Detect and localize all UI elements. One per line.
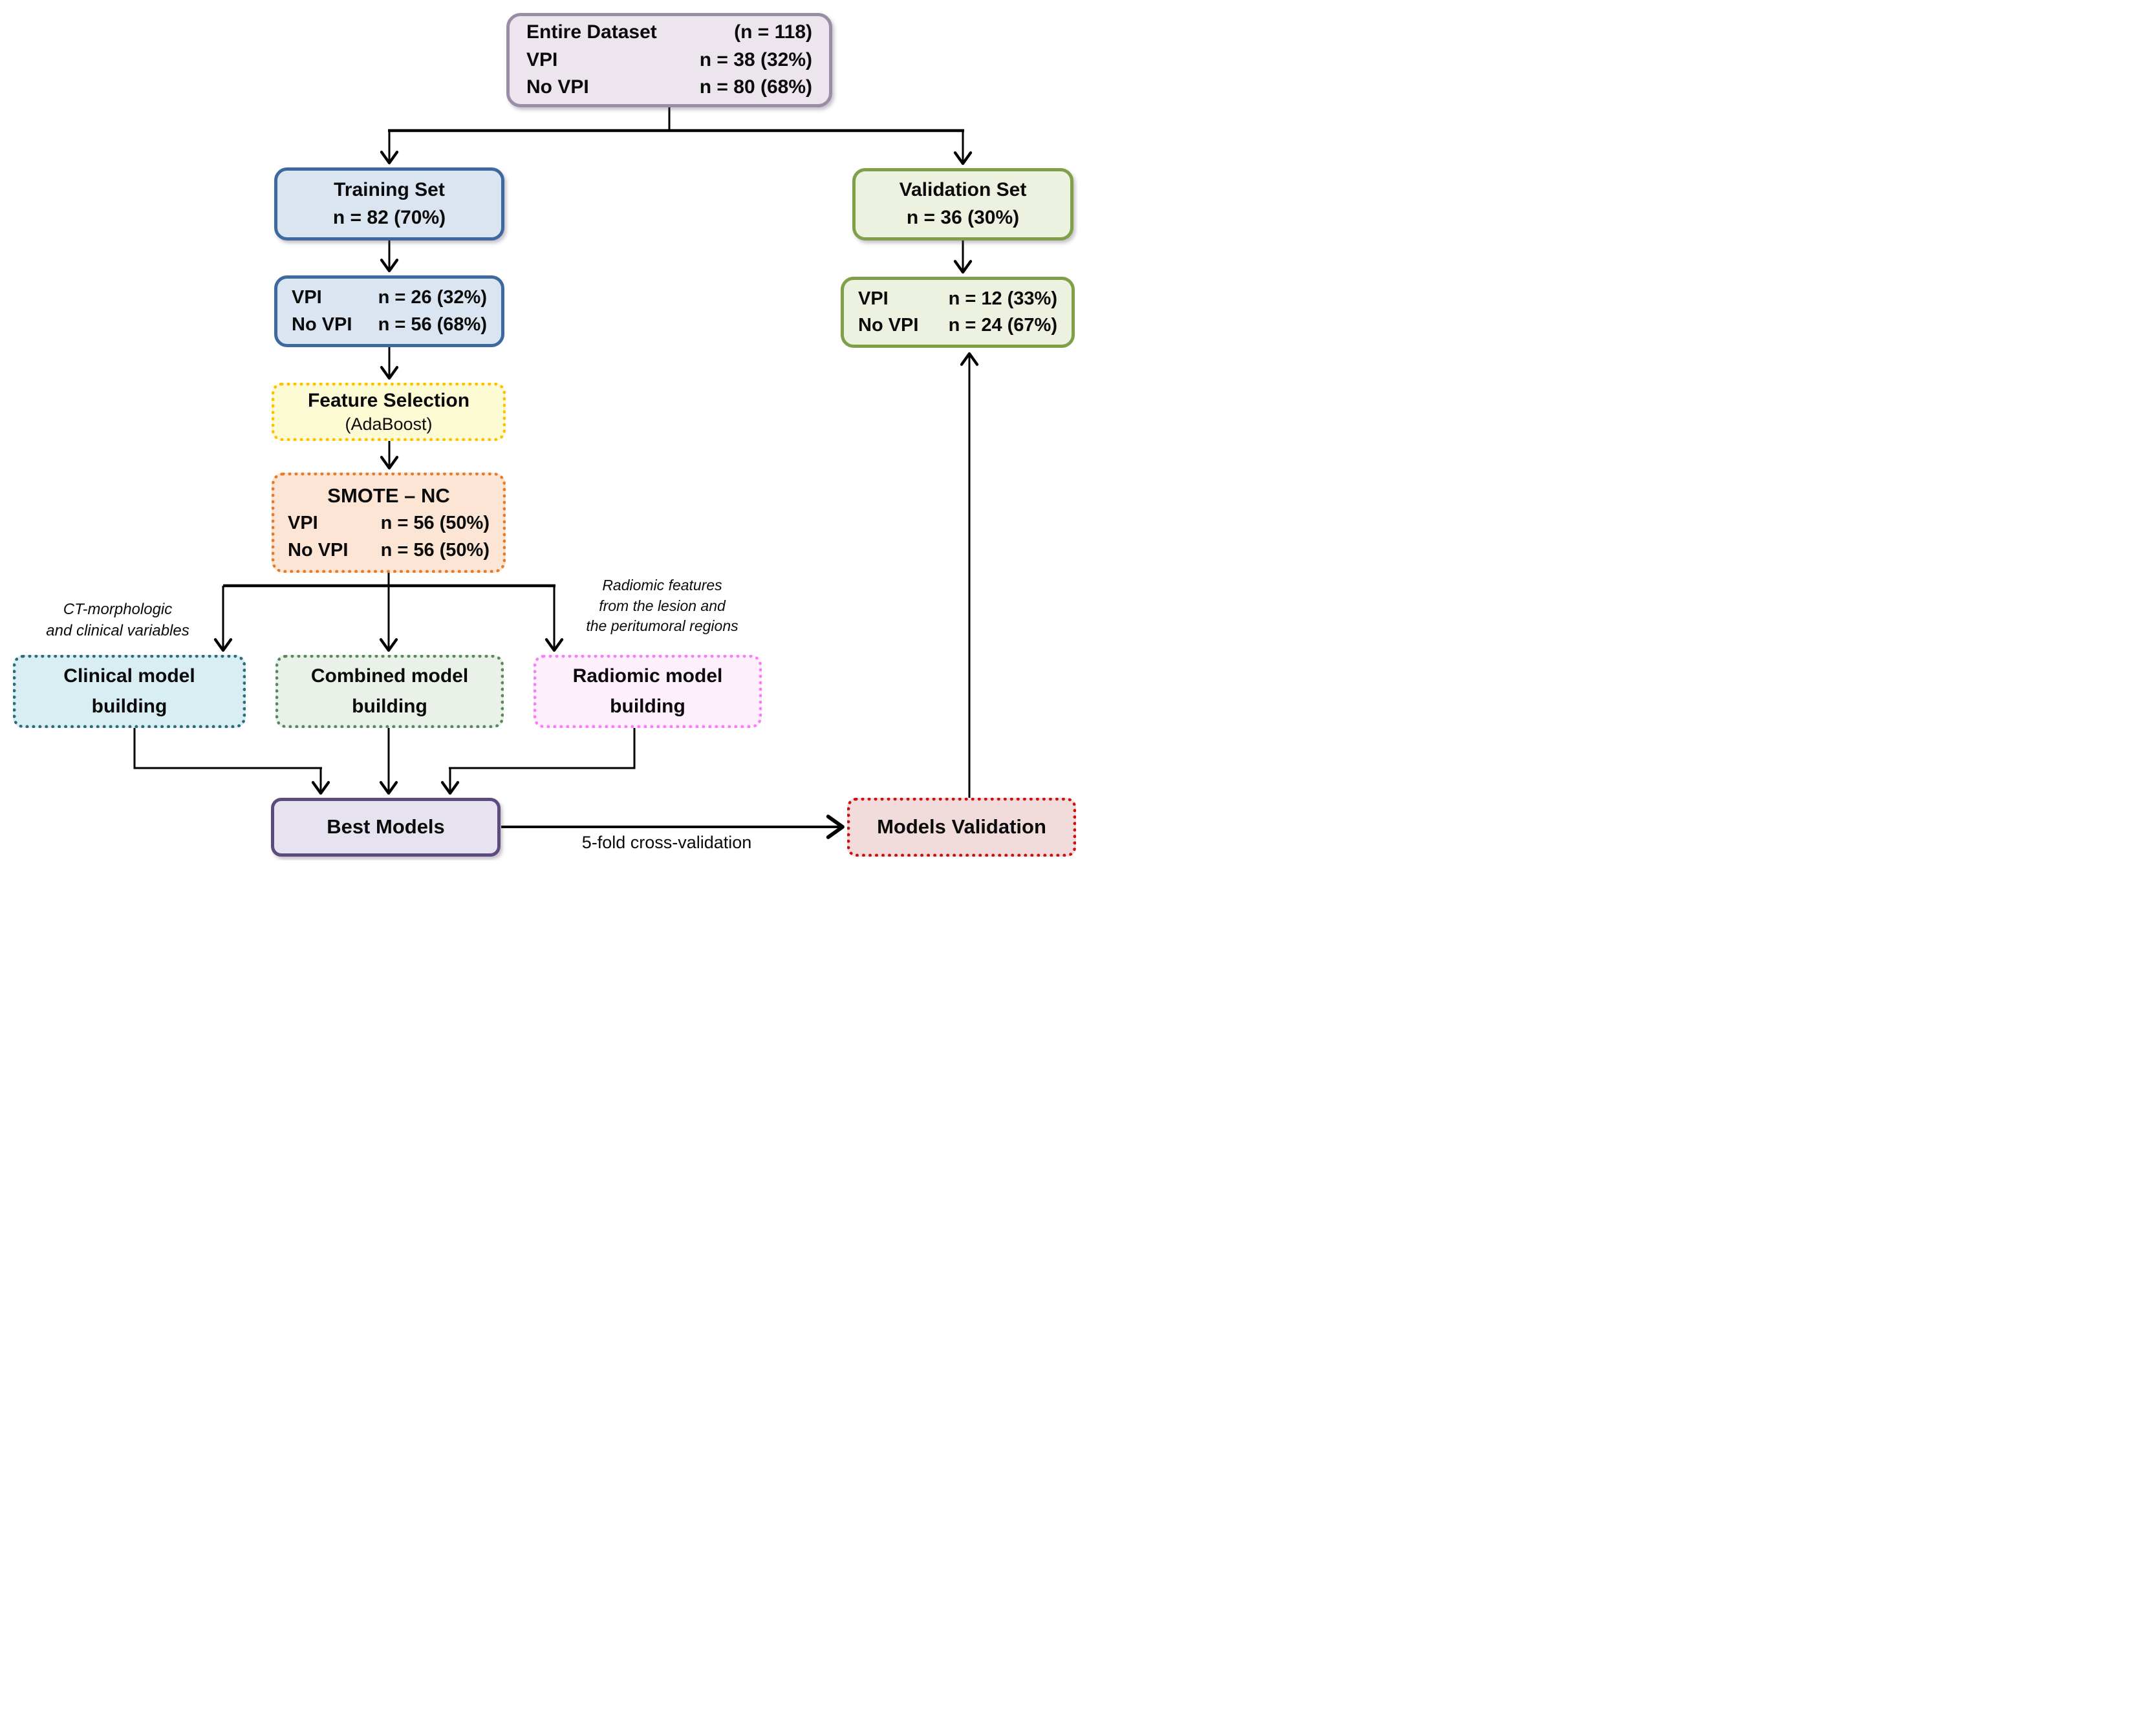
dataset-n: (n = 118): [734, 21, 812, 43]
radiomic-note-line3: the peritumoral regions: [586, 617, 738, 635]
validation-set-box: Validation Set n = 36 (30%): [852, 168, 1073, 241]
vpi-value: n = 38 (32%): [699, 48, 812, 70]
clinical-note-line2: and clinical variables: [46, 622, 189, 640]
no-vpi-label: No VPI: [288, 539, 349, 561]
cross-validation-label: 5-fold cross-validation: [581, 833, 752, 852]
radiomic-model-box: Radiomic model building: [534, 655, 762, 728]
dataset-row: No VPI n = 80 (68%): [526, 74, 812, 102]
validation-set-n: n = 36 (30%): [906, 207, 1020, 228]
feature-selection-method: (AdaBoost): [345, 414, 433, 434]
connector-lines: [133, 107, 979, 839]
vpi-value: n = 26 (32%): [378, 287, 487, 308]
radiomic-note-line2: from the lesion and: [599, 597, 726, 614]
clinical-variables-note: CT-morphologic and clinical variables: [6, 599, 229, 641]
no-vpi-value: n = 80 (68%): [699, 76, 812, 98]
clinical-note-line1: CT-morphologic: [63, 601, 173, 618]
vpi-value: n = 56 (50%): [380, 513, 490, 534]
cross-validation-note: 5-fold cross-validation: [566, 831, 768, 855]
models-validation-box: Models Validation: [847, 798, 1076, 857]
vpi-label: VPI: [292, 287, 322, 308]
dataset-row: Entire Dataset (n = 118): [526, 19, 812, 47]
dataset-row: VPI n = 38 (32%): [526, 47, 812, 74]
radiomic-model-line1: Radiomic model: [572, 665, 723, 687]
clinical-model-line2: building: [91, 695, 167, 717]
training-stats-box: VPI n = 26 (32%) No VPI n = 56 (68%): [274, 275, 504, 347]
validation-stats-box: VPI n = 12 (33%) No VPI n = 24 (67%): [841, 277, 1075, 348]
feature-selection-title: Feature Selection: [307, 389, 470, 411]
smote-box: SMOTE – NC VPI n = 56 (50%) No VPI n = 5…: [272, 473, 506, 573]
validation-stats-row: VPI n = 12 (33%): [858, 286, 1057, 312]
vpi-label: VPI: [858, 288, 889, 309]
radiomic-note-line1: Radiomic features: [602, 577, 722, 593]
no-vpi-label: No VPI: [526, 76, 589, 98]
no-vpi-value: n = 56 (50%): [380, 539, 490, 561]
validation-set-title: Validation Set: [899, 179, 1027, 201]
vpi-value: n = 12 (33%): [948, 288, 1057, 309]
smote-row: VPI n = 56 (50%): [288, 510, 490, 537]
training-stats-row: VPI n = 26 (32%): [292, 284, 487, 311]
radiomic-model-line2: building: [610, 695, 685, 717]
smote-row: No VPI n = 56 (50%): [288, 537, 490, 564]
no-vpi-value: n = 24 (67%): [948, 315, 1057, 336]
clinical-model-box: Clinical model building: [13, 655, 246, 728]
combined-model-box: Combined model building: [275, 655, 504, 728]
best-models-label: Best Models: [327, 815, 445, 839]
vpi-label: VPI: [526, 48, 558, 70]
clinical-model-line1: Clinical model: [63, 665, 195, 687]
best-models-box: Best Models: [271, 798, 501, 857]
combined-model-line1: Combined model: [310, 665, 469, 687]
training-stats-row: No VPI n = 56 (68%): [292, 312, 487, 338]
flowchart-canvas: Entire Dataset (n = 118) VPI n = 38 (32%…: [0, 0, 1078, 860]
training-set-box: Training Set n = 82 (70%): [274, 167, 504, 241]
vpi-label: VPI: [288, 513, 318, 534]
models-validation-label: Models Validation: [877, 815, 1046, 839]
entire-dataset-box: Entire Dataset (n = 118) VPI n = 38 (32%…: [506, 13, 832, 107]
radiomic-features-note: Radiomic features from the lesion and th…: [552, 575, 772, 637]
no-vpi-label: No VPI: [858, 315, 919, 336]
training-set-title: Training Set: [334, 178, 445, 200]
smote-title: SMOTE – NC: [327, 484, 450, 508]
training-set-n: n = 82 (70%): [332, 206, 446, 228]
no-vpi-value: n = 56 (68%): [378, 314, 487, 335]
feature-selection-box: Feature Selection (AdaBoost): [272, 383, 506, 441]
no-vpi-label: No VPI: [292, 314, 352, 335]
validation-stats-row: No VPI n = 24 (67%): [858, 312, 1057, 339]
dataset-title: Entire Dataset: [526, 21, 657, 43]
combined-model-line2: building: [352, 695, 427, 717]
